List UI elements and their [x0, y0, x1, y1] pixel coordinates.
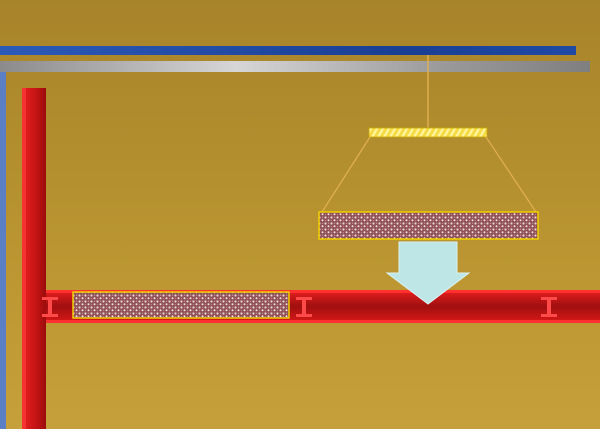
- spreader-bar: [368, 127, 488, 138]
- placed-precast-panel: [72, 291, 290, 319]
- down-arrow-icon: [385, 241, 471, 305]
- blue-column-edge: [0, 72, 6, 429]
- i-beam-icon: [541, 297, 557, 317]
- girder-top-flange: [46, 290, 600, 293]
- blue-overhead-beam: [0, 46, 576, 55]
- i-beam-icon: [296, 297, 312, 317]
- steel-column-flange: [22, 88, 26, 429]
- gray-overhead-rail: [0, 61, 590, 72]
- sling-right: [485, 136, 537, 213]
- girder-bottom-flange: [46, 320, 600, 323]
- sling-left: [321, 136, 371, 213]
- suspended-precast-panel: [318, 211, 539, 240]
- i-beam-icon: [42, 297, 58, 317]
